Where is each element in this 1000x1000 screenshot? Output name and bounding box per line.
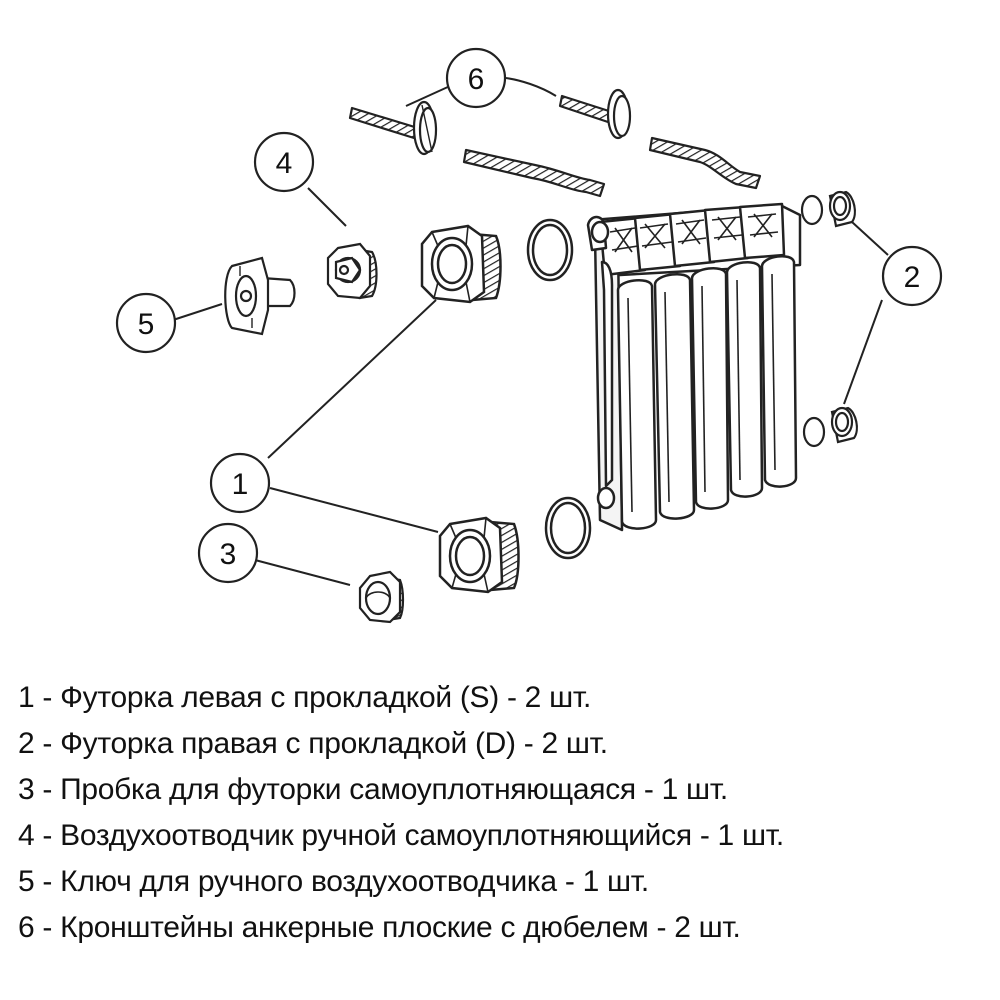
svg-text:3: 3 xyxy=(220,538,237,571)
svg-text:6: 6 xyxy=(468,63,485,96)
air-vent-key xyxy=(224,256,296,336)
svg-text:5: 5 xyxy=(138,308,155,341)
gasket-left-bottom xyxy=(544,496,592,560)
manual-air-vent xyxy=(326,242,378,300)
svg-text:1: 1 xyxy=(232,468,249,501)
svg-text:4: 4 xyxy=(276,147,293,180)
left-bushing-top xyxy=(420,224,502,304)
left-bushing-bottom xyxy=(438,516,520,594)
exploded-assembly-diagram: 6 4 5 1 3 2 xyxy=(115,47,943,624)
callout-6: 6 xyxy=(445,47,507,109)
legend-item-2: 2 - Футорка правая с прокладкой (D) - 2 … xyxy=(18,727,608,760)
callout-3: 3 xyxy=(197,522,259,584)
legend-item-3: 3 - Пробка для футорки самоуплотняющаяся… xyxy=(18,773,728,806)
right-bushing-top xyxy=(800,190,856,228)
svg-text:2: 2 xyxy=(904,261,921,294)
callout-5: 5 xyxy=(115,292,177,354)
anchor-bracket-2 xyxy=(558,88,762,190)
callout-1: 1 xyxy=(209,452,271,514)
callout-4: 4 xyxy=(253,131,315,193)
legend-item-5: 5 - Ключ для ручного воздухоотводчика - … xyxy=(18,865,649,898)
leader-lines xyxy=(172,77,889,586)
anchor-bracket-1 xyxy=(348,100,606,198)
radiator xyxy=(586,202,802,532)
legend-item-6: 6 - Кронштейны анкерные плоские с дюбеле… xyxy=(18,911,741,944)
legend-item-4: 4 - Воздухоотводчик ручной самоуплотняющ… xyxy=(18,819,784,852)
right-bushing-bottom xyxy=(802,406,858,448)
callout-2: 2 xyxy=(881,245,943,307)
parts-legend: 1 - Футорка левая с прокладкой (S) - 2 ш… xyxy=(18,675,993,951)
gasket-left-top xyxy=(526,218,574,282)
bushing-plug xyxy=(358,570,405,624)
legend-item-1: 1 - Футорка левая с прокладкой (S) - 2 ш… xyxy=(18,681,592,714)
